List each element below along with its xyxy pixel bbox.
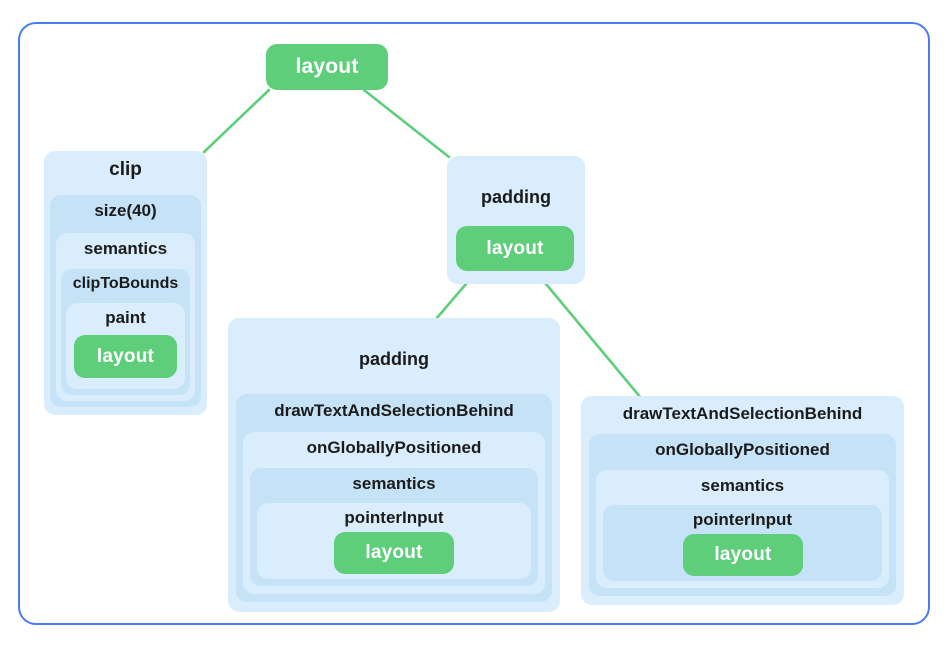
node-size[interactable]: size(40) semantics clipToBounds paint la… — [50, 195, 201, 407]
node-semantics-left[interactable]: semantics clipToBounds paint layout — [56, 233, 195, 401]
node-clip-to-bounds-label: clipToBounds — [72, 275, 179, 292]
node-padding-top-line1: padding — [359, 349, 429, 370]
node-right-layout[interactable]: layout — [683, 534, 803, 576]
node-pointer-input-right-label: pointerInput — [692, 510, 793, 529]
node-semantics-middle[interactable]: semantics pointerInput layout — [250, 468, 538, 586]
node-paint[interactable]: paint layout — [66, 303, 185, 389]
node-padding-start-layout[interactable]: layout — [456, 226, 574, 271]
node-right-layout-label: layout — [714, 544, 772, 565]
node-pointer-input-middle[interactable]: pointerInput layout — [257, 503, 531, 579]
node-pointer-input-middle-label: pointerInput — [344, 508, 444, 527]
node-semantics-left-label: semantics — [83, 239, 168, 258]
node-clip-label: clip — [109, 159, 142, 180]
node-on-globally-positioned-right[interactable]: onGloballyPositioned semantics pointerIn… — [589, 434, 896, 596]
node-clip-to-bounds[interactable]: clipToBounds paint layout — [61, 269, 190, 395]
node-clip[interactable]: clip size(40) semantics clipToBounds pai… — [44, 151, 207, 415]
node-semantics-middle-label: semantics — [352, 474, 436, 493]
node-on-globally-positioned-right-label: onGloballyPositioned — [655, 440, 830, 459]
node-draw-text-right-label: drawTextAndSelectionBehind — [622, 404, 863, 423]
node-size-label: size(40) — [94, 201, 157, 220]
node-draw-text-middle-label: drawTextAndSelectionBehind — [274, 401, 514, 420]
node-semantics-right[interactable]: semantics pointerInput layout — [596, 470, 889, 588]
node-middle-layout[interactable]: layout — [334, 532, 454, 574]
node-padding-start[interactable]: padding (start = 8) layout — [447, 156, 585, 284]
node-pointer-input-right[interactable]: pointerInput layout — [603, 505, 882, 581]
node-draw-text-right[interactable]: drawTextAndSelectionBehind onGloballyPos… — [581, 396, 904, 605]
node-left-layout[interactable]: layout — [74, 335, 177, 378]
node-left-layout-label: layout — [96, 345, 155, 367]
node-middle-layout-label: layout — [365, 542, 423, 563]
node-semantics-right-label: semantics — [700, 476, 785, 495]
node-root-layout[interactable]: layout — [266, 44, 388, 90]
node-draw-text-middle[interactable]: drawTextAndSelectionBehind onGloballyPos… — [236, 394, 552, 602]
node-root-layout-label: layout — [295, 55, 359, 78]
node-paint-label: paint — [105, 308, 146, 327]
node-padding-top[interactable]: padding (top = 4) drawTextAndSelectionBe… — [228, 318, 560, 612]
node-on-globally-positioned-middle[interactable]: onGloballyPositioned semantics pointerIn… — [243, 432, 545, 594]
node-padding-start-line1: padding — [481, 187, 551, 208]
node-on-globally-positioned-middle-label: onGloballyPositioned — [306, 438, 482, 457]
node-padding-start-layout-label: layout — [486, 237, 544, 259]
